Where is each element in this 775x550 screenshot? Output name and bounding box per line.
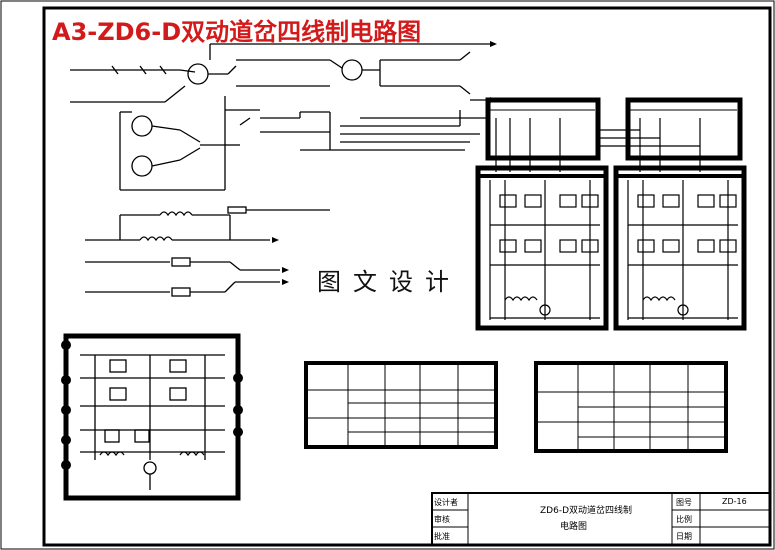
watermark-text: 图文设计 [315, 262, 463, 297]
wiring-table-right [534, 361, 728, 453]
review-label: 审核 [434, 515, 450, 524]
terminal-box-nodes [61, 340, 243, 470]
relay-module-left [475, 97, 609, 331]
scale-label: 比例 [676, 515, 692, 524]
approve-label: 批准 [434, 532, 450, 541]
terminal-box [63, 333, 241, 501]
title-block-frame [431, 492, 771, 546]
drawing-name-line1: ZD6-D双动道岔四线制 [540, 506, 632, 516]
relay-module-right [613, 97, 747, 331]
diagram-title: A3-ZD6-D双动道岔四线制电路图 [52, 18, 422, 46]
sheet-number: ZD-16 [722, 497, 747, 506]
module-bus-lines [495, 118, 701, 172]
terminal-arrows [272, 41, 497, 285]
drawing-no-label: 图号 [676, 498, 692, 507]
date-label: 日期 [676, 532, 692, 541]
drawing-name-line2: 电路图 [560, 522, 588, 532]
inner-border [42, 6, 772, 547]
upper-left-wiring [70, 43, 490, 297]
designer-label: 设计者 [434, 498, 458, 507]
wiring-table-left [304, 361, 498, 449]
